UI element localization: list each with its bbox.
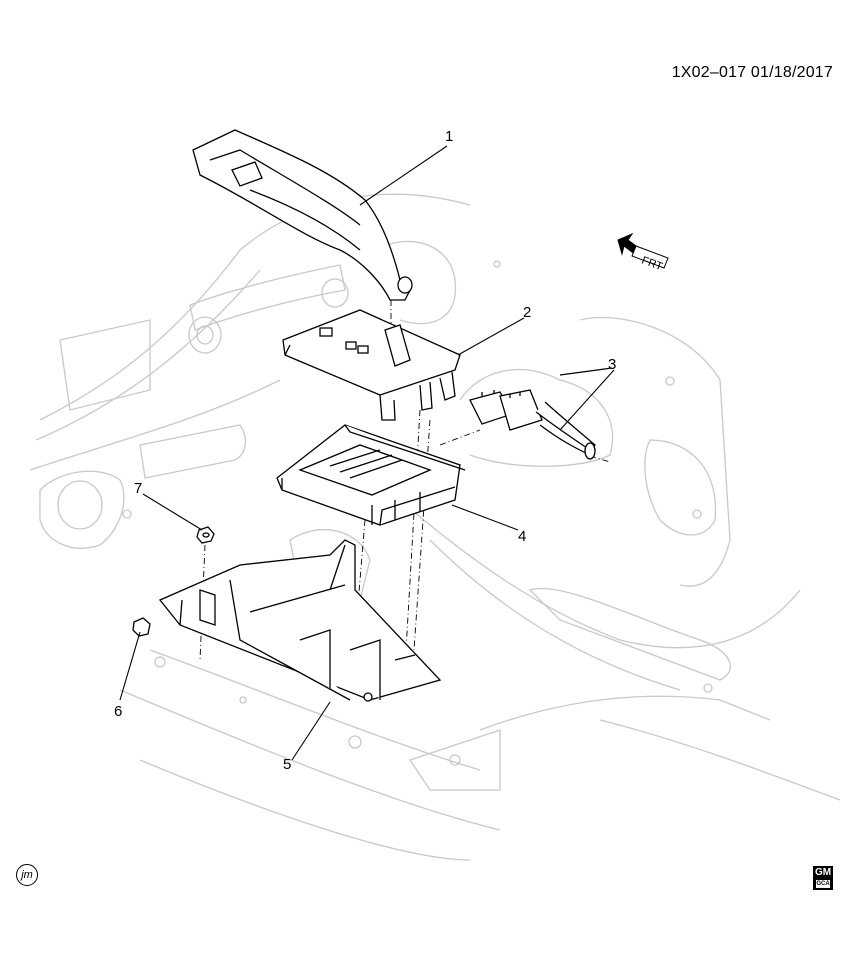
callout-1: 1 [445, 128, 454, 145]
vehicle-body-outline [29, 193, 841, 861]
callout-leader-lines [119, 145, 615, 761]
callout-2: 2 [523, 304, 532, 321]
part-1-bracket [192, 129, 413, 301]
document-id: 1X02–017 01/18/2017 [671, 64, 833, 81]
front-direction-arrow-icon [617, 232, 669, 269]
part-2-module-bracket [282, 309, 461, 421]
part-6-nut [132, 617, 151, 637]
artist-initials-badge: jm [16, 864, 38, 886]
callout-4: 4 [518, 528, 527, 545]
callout-6: 6 [114, 703, 123, 720]
part-4-control-module [276, 424, 466, 526]
gm-logo-icon: GM GCA [813, 866, 833, 890]
part-7-nut [196, 526, 215, 544]
gm-logo-subtext: GCA [816, 880, 830, 888]
callout-7: 7 [134, 480, 143, 497]
part-5-tray [158, 539, 442, 702]
callout-3: 3 [608, 356, 617, 373]
part-3-harness-connector [469, 367, 613, 460]
callout-5: 5 [283, 756, 292, 773]
gm-logo-text: GM [814, 867, 832, 878]
